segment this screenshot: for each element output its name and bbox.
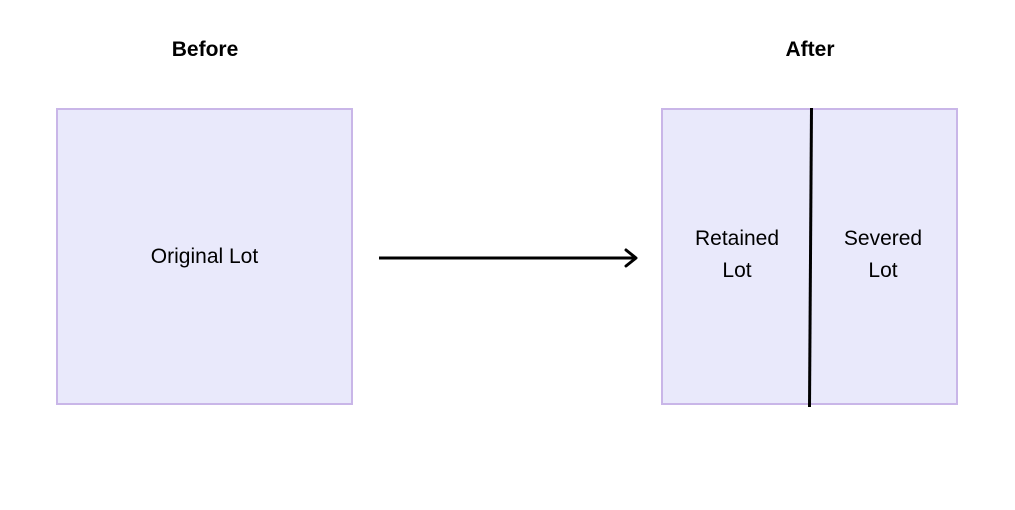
divided-lot-box: Retained Lot Severed Lot [661, 108, 958, 405]
after-heading: After [785, 38, 835, 61]
severed-lot-label-line2: Lot [868, 259, 898, 282]
original-lot-box: Original Lot [56, 108, 353, 405]
severed-lot-label-line1: Severed [843, 227, 923, 250]
retained-lot-label-line1: Retained [694, 227, 780, 250]
original-lot-label: Original Lot [150, 244, 259, 268]
retained-lot-label-line2: Lot [722, 259, 752, 282]
severed-lot-label: Severed Lot [815, 223, 951, 287]
retained-lot-label: Retained Lot [669, 223, 805, 287]
transition-arrow-head [624, 248, 638, 268]
before-heading: Before [171, 38, 239, 61]
